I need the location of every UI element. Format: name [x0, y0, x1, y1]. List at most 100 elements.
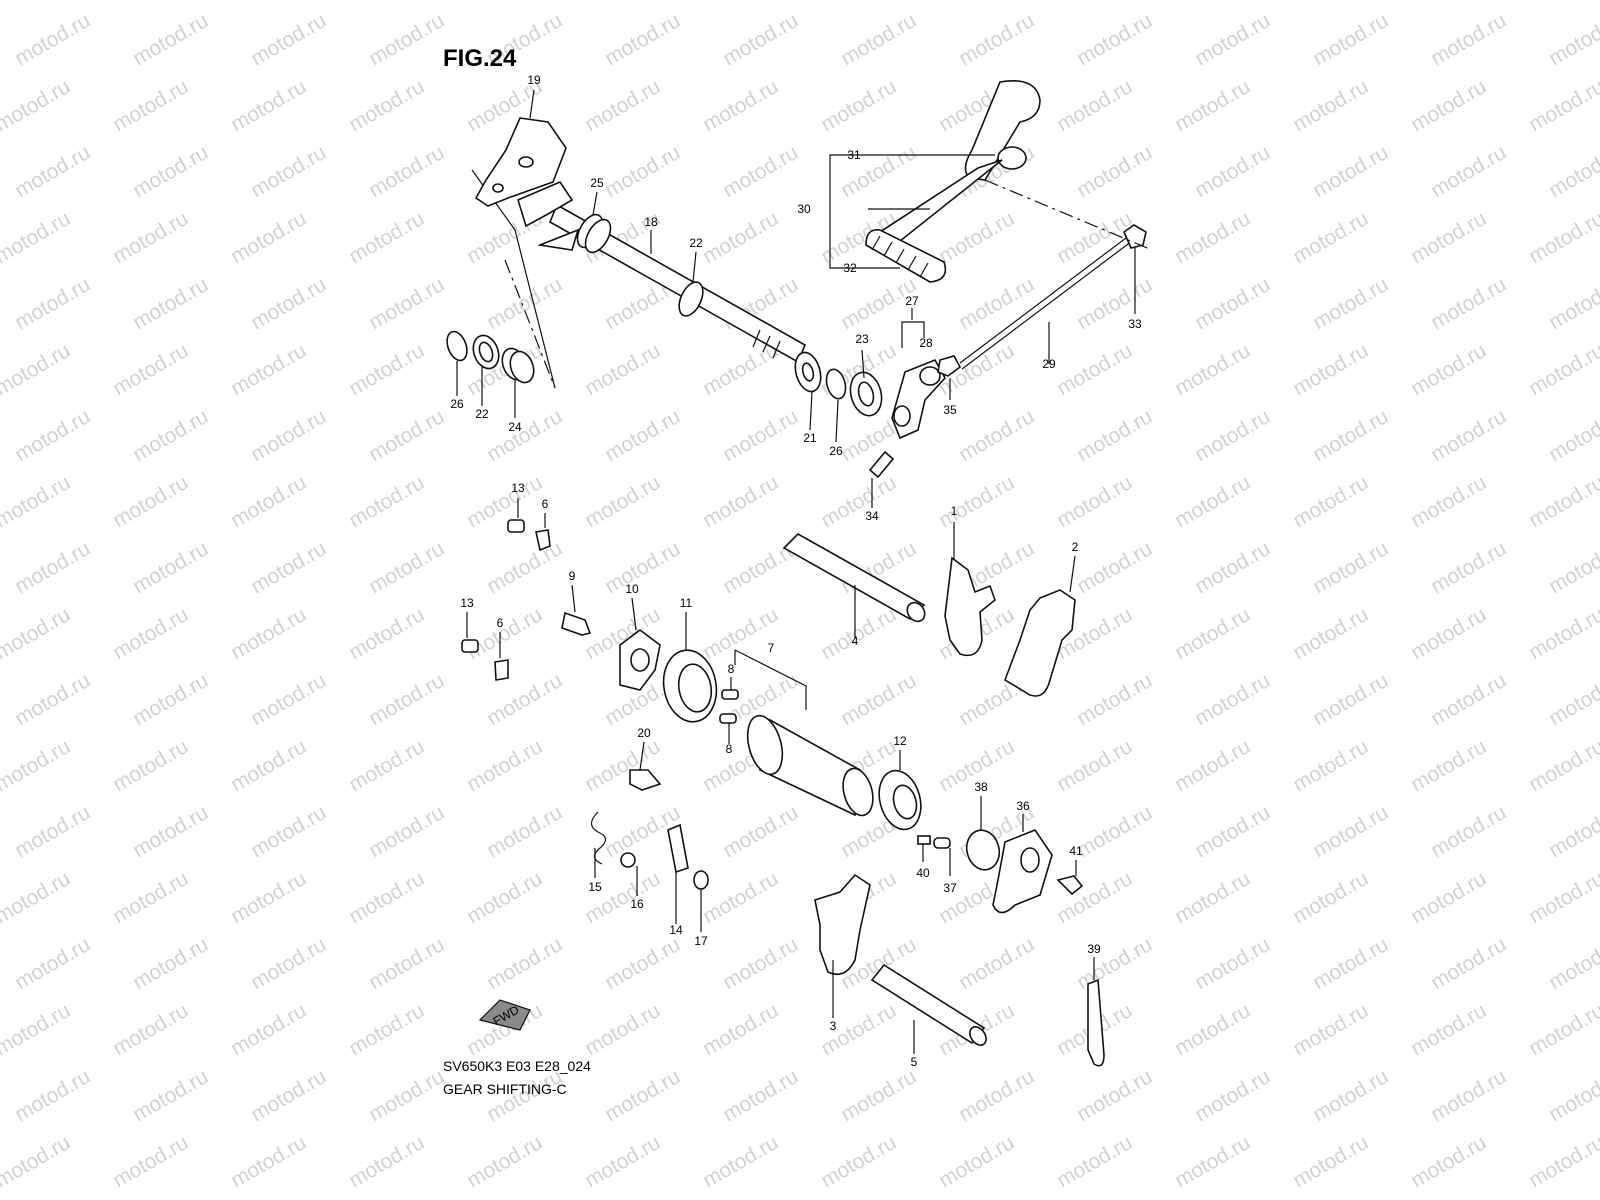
watermark-text: motod.ru	[463, 1131, 546, 1192]
part-19-hole	[492, 183, 504, 193]
watermark-text: motod.ru	[247, 801, 330, 862]
watermark-text: motod.ru	[601, 933, 684, 994]
watermark-text: motod.ru	[1171, 75, 1254, 136]
part-21-washer-hole	[801, 362, 815, 382]
watermark-text: motod.ru	[345, 207, 428, 268]
leader-lines	[456, 89, 1136, 1054]
watermark-text: motod.ru	[227, 867, 310, 928]
watermark-text: motod.ru	[247, 669, 330, 730]
callout-13: 13	[460, 596, 474, 610]
part-20-bolt	[629, 769, 662, 791]
callout-32: 32	[843, 261, 857, 275]
watermark-text: motod.ru	[0, 735, 74, 796]
watermark-text: motod.ru	[109, 1131, 192, 1192]
watermark-text: motod.ru	[1053, 75, 1136, 136]
part-6-washer	[494, 659, 509, 681]
watermark-text: motod.ru	[1407, 603, 1490, 664]
watermark-text: motod.ru	[699, 0, 782, 4]
watermark-text: motod.ru	[1407, 471, 1490, 532]
watermark-text: motod.ru	[1427, 537, 1510, 598]
part-22-washer-hole	[478, 341, 494, 363]
callout-24: 24	[508, 420, 522, 434]
watermark-text: motod.ru	[1525, 0, 1600, 4]
part-13-bolt	[461, 639, 479, 653]
watermark-text: motod.ru	[247, 1065, 330, 1126]
callout-20: 20	[637, 726, 651, 740]
watermark-text: motod.ru	[345, 999, 428, 1060]
watermark-text: motod.ru	[837, 669, 920, 730]
watermark-text: motod.ru	[129, 537, 212, 598]
watermark-text: motod.ru	[11, 141, 94, 202]
watermark-text: motod.ru	[129, 141, 212, 202]
watermark-text: motod.ru	[227, 1131, 310, 1192]
watermark-text: motod.ru	[109, 207, 192, 268]
watermark-text: motod.ru	[1191, 801, 1274, 862]
callout-17: 17	[694, 934, 708, 948]
callout-2: 2	[1072, 540, 1079, 554]
watermark-text: motod.ru	[1073, 273, 1156, 334]
watermark-text: motod.ru	[463, 735, 546, 796]
callout-27: 27	[905, 294, 919, 308]
watermark-text: motod.ru	[1191, 1065, 1274, 1126]
callout-22: 22	[475, 407, 489, 421]
callout-28: 28	[919, 336, 933, 350]
watermark-text: motod.ru	[365, 405, 448, 466]
callout-6: 6	[542, 497, 549, 511]
watermark-text: motod.ru	[1525, 999, 1600, 1060]
part-33-nut	[1123, 224, 1147, 249]
watermark-text: motod.ru	[1053, 339, 1136, 400]
fwd-direction-arrow: FWD	[478, 999, 531, 1031]
watermark-text: motod.ru	[1289, 339, 1372, 400]
watermark-text: motod.ru	[601, 141, 684, 202]
watermark-text: motod.ru	[463, 603, 546, 664]
watermark-text: motod.ru	[1427, 141, 1510, 202]
callout-3: 3	[830, 1019, 837, 1033]
watermark-text: motod.ru	[365, 9, 448, 70]
watermark-text: motod.ru	[1073, 405, 1156, 466]
watermark-text: motod.ru	[581, 471, 664, 532]
watermark-text: motod.ru	[365, 933, 448, 994]
watermark-text: motod.ru	[1427, 801, 1510, 862]
part-12-bearing-inner	[892, 784, 918, 820]
part-40-spring	[917, 835, 931, 845]
part-7-cam-flange	[842, 767, 874, 817]
watermark-text: motod.ru	[1171, 999, 1254, 1060]
watermark-text: motod.ru	[1309, 9, 1392, 70]
watermark-text: motod.ru	[109, 339, 192, 400]
watermark-text: motod.ru	[463, 0, 546, 4]
shaft-spline-line	[762, 335, 771, 353]
watermark-text: motod.ru	[1289, 207, 1372, 268]
watermark-text: motod.ru	[1407, 75, 1490, 136]
callout-18: 18	[644, 215, 658, 229]
watermark-text: motod.ru	[1289, 735, 1372, 796]
callout-14: 14	[669, 923, 683, 937]
watermark-text: motod.ru	[1073, 801, 1156, 862]
callout-12: 12	[893, 734, 907, 748]
watermark-text: motod.ru	[1191, 933, 1274, 994]
callout-16: 16	[630, 897, 644, 911]
watermark-text: motod.ru	[935, 207, 1018, 268]
watermark-text: motod.ru	[227, 339, 310, 400]
watermark-text: motod.ru	[1053, 207, 1136, 268]
watermark-text: motod.ru	[109, 999, 192, 1060]
watermark-text: motod.ru	[227, 735, 310, 796]
watermark-text: motod.ru	[1191, 9, 1274, 70]
watermark-text: motod.ru	[1191, 537, 1274, 598]
watermark-text: motod.ru	[483, 801, 566, 862]
part-31-pedal-boss	[997, 146, 1027, 170]
watermark-text: motod.ru	[601, 1065, 684, 1126]
watermark-text: motod.ru	[1053, 735, 1136, 796]
callout-15: 15	[588, 880, 602, 894]
callout-7: 7	[768, 641, 775, 655]
callout-4: 4	[852, 634, 859, 648]
callout-6: 6	[497, 616, 504, 630]
watermark-text: motod.ru	[109, 735, 192, 796]
watermark-text: motod.ru	[365, 801, 448, 862]
shaft-spline-line	[752, 329, 761, 348]
watermark-text: motod.ru	[1289, 75, 1372, 136]
watermark-text: motod.ru	[365, 669, 448, 730]
watermark-text: motod.ru	[719, 933, 802, 994]
watermark-text: motod.ru	[955, 1065, 1038, 1126]
callout-22: 22	[689, 236, 703, 250]
part-11-bearing-inner	[677, 663, 713, 713]
